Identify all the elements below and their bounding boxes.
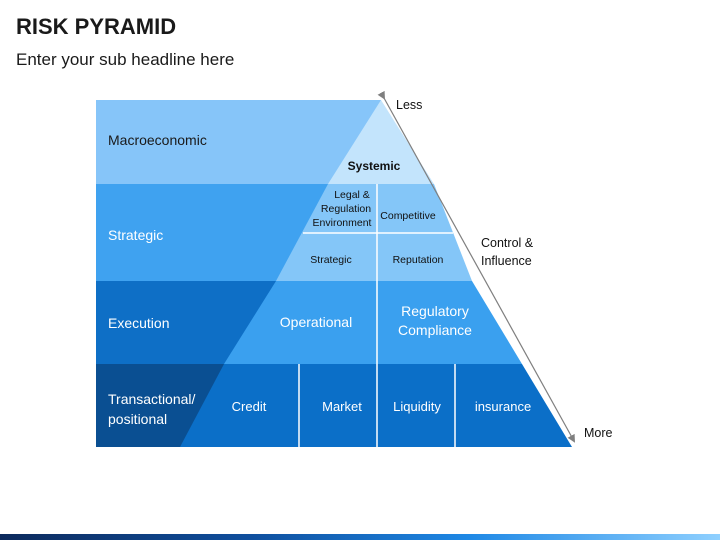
tier-operational [224,281,522,364]
label-regulatory-line1: Regulatory [401,303,469,319]
label-strategic-risk: Strategic [310,254,351,266]
control-influence-arrow [377,90,575,443]
axis-label-control-line2: Influence [481,254,532,268]
label-competitive: Competitive [380,210,436,222]
label-transactional-line1: Transactional/ [108,391,196,407]
axis-label-less: Less [396,98,422,112]
label-market: Market [322,399,362,414]
label-regulatory-line2: Compliance [398,322,472,338]
label-legal-line3: Environment [313,217,372,229]
axis-label-more: More [584,426,613,440]
label-transactional-line2: positional [108,411,167,427]
footer-bar [0,534,720,540]
label-operational: Operational [280,314,352,330]
label-reputation: Reputation [393,254,444,266]
label-credit: Credit [232,399,267,414]
label-execution: Execution [108,315,169,331]
label-systemic: Systemic [348,159,401,173]
label-legal-line1: Legal & [334,189,370,201]
label-legal-line2: Regulation [321,203,371,215]
label-liquidity: Liquidity [393,399,441,414]
label-macroeconomic: Macroeconomic [108,132,207,148]
band-macroeconomic [96,100,381,184]
label-strategic: Strategic [108,227,163,243]
page-title: RISK PYRAMID [16,14,177,39]
axis-label-control-line1: Control & [481,236,534,250]
label-insurance: insurance [475,399,531,414]
page-subtitle: Enter your sub headline here [16,50,235,69]
